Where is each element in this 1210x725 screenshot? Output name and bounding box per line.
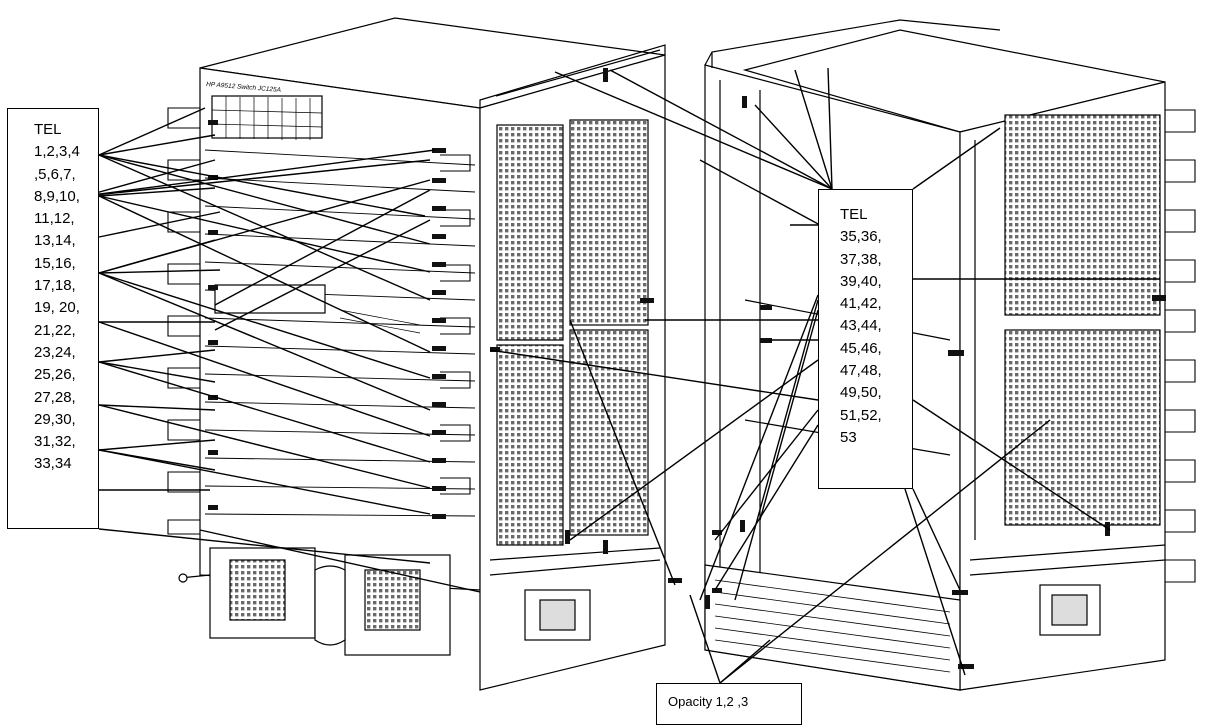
right-callout-line: TEL <box>840 206 868 223</box>
right-callout-line: 53 <box>840 428 857 446</box>
left-callout-line: 19, 20, <box>34 299 80 317</box>
chassis-line-drawing: HP A9512 Switch JC125A <box>84 17 1196 691</box>
front-side-vent-upper <box>496 124 564 341</box>
bottom-callout-text: Opacity 1,2 ,3 <box>668 694 749 709</box>
front-control-module <box>214 284 326 314</box>
left-callout-line: 31,32, <box>34 433 76 451</box>
right-callout-line: 35,36, <box>840 228 882 246</box>
front-chassis-front <box>199 67 481 591</box>
left-callout-line: 15,16, <box>34 254 76 272</box>
front-right-handles <box>440 154 471 495</box>
left-callout-line: 23,24, <box>34 343 76 361</box>
left-callout-box: TEL 1,2,3,4 ,5,6,7, 8,9,10, 11,12, 13,14… <box>7 108 99 529</box>
right-callout-line: 37,38, <box>840 250 882 268</box>
front-side-vent-upper-2 <box>569 119 649 326</box>
right-callout-line: 49,50, <box>840 384 882 402</box>
left-callout-line: 25,26, <box>34 366 76 384</box>
tape-markers <box>208 68 1166 669</box>
front-side-vent-lower <box>496 344 564 546</box>
left-callout-line: 21,22, <box>34 321 76 339</box>
front-left-handles <box>167 107 200 535</box>
right-callout-box: TEL 35,36, 37,38, 39,40, 41,42, 43,44, 4… <box>818 189 913 489</box>
left-callout-line: 17,18, <box>34 277 76 295</box>
left-callout-line: 29,30, <box>34 410 76 428</box>
right-callout-line: 45,46, <box>840 339 882 357</box>
right-callout-line: 47,48, <box>840 362 882 380</box>
leader-lines <box>84 67 1160 684</box>
front-chassis <box>167 17 666 691</box>
rear-side-vent-upper <box>1004 114 1161 316</box>
left-callout-line: 1,2,3,4 <box>34 143 80 161</box>
rear-bottom-vent-panel <box>704 564 961 691</box>
right-callout-line: 51,52, <box>840 406 882 424</box>
left-callout-line: 13,14, <box>34 232 76 250</box>
left-callout-line: 11,12, <box>34 210 75 228</box>
front-port-module <box>211 95 323 139</box>
left-callout-line: 8,9,10, <box>34 187 80 205</box>
left-callout-line: 27,28, <box>34 388 76 406</box>
right-callout-line: 39,40, <box>840 272 882 290</box>
bottom-callout-box: Opacity 1,2 ,3 <box>656 683 802 725</box>
left-callout-line: 33,34 <box>34 455 72 473</box>
right-callout-line: 41,42, <box>840 295 882 313</box>
rear-side-handles <box>1165 109 1196 583</box>
rear-side-vent-lower <box>1004 329 1161 526</box>
left-callout-line: TEL <box>34 121 62 138</box>
front-side-vent-lower-2 <box>569 329 649 536</box>
equipment-diagram: HP A9512 Switch JC125A <box>7 17 1196 725</box>
left-callout-line: ,5,6,7, <box>34 165 76 183</box>
right-callout-line: 43,44, <box>840 317 882 335</box>
